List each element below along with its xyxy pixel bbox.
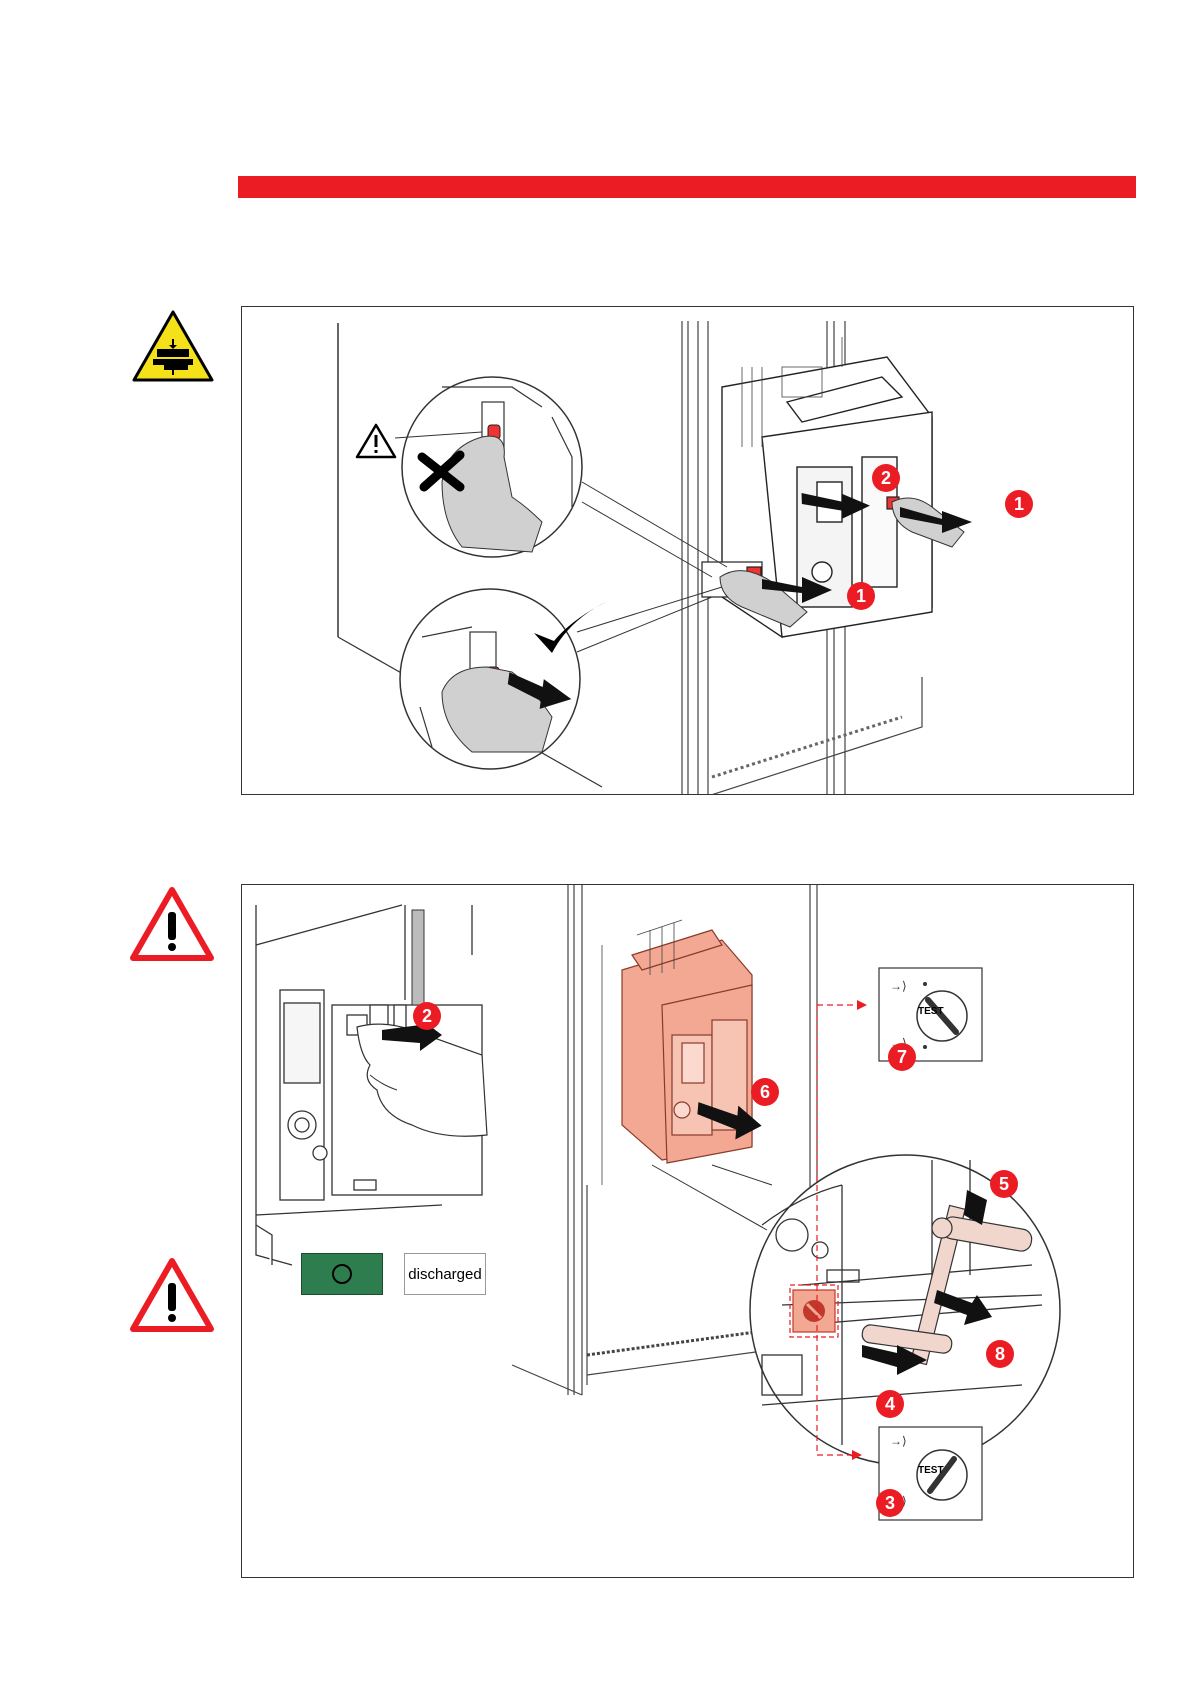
step-badge-5: 5 [989, 1169, 1019, 1199]
figure-panel-racking-procedure: →⟩ →⟩ →⟩ →⟩ TEST TEST 2 6 7 5 8 4 [241, 884, 1134, 1578]
check-mark-icon [530, 599, 610, 659]
svg-text:2: 2 [422, 1006, 432, 1026]
cross-mark-icon [416, 449, 468, 493]
hand-crush-warning-icon [131, 309, 215, 383]
open-indicator: O [301, 1253, 383, 1295]
step-badge-2: 2 [412, 1001, 442, 1031]
step-badge-6: 6 [750, 1077, 780, 1107]
svg-text:1: 1 [1014, 494, 1024, 514]
step-badge-2: 2 [871, 463, 901, 493]
step-badge-3: 3 [875, 1488, 905, 1518]
svg-text:4: 4 [885, 1394, 895, 1414]
step-badge-1a: 1 [1004, 489, 1034, 519]
figure-panel-racking-lock: 1 2 1 [241, 306, 1134, 795]
selector-test-label-top: TEST [918, 1006, 944, 1017]
svg-text:6: 6 [760, 1082, 770, 1102]
svg-text:1: 1 [856, 586, 866, 606]
spring-status-label: discharged [408, 1266, 481, 1283]
svg-text:2: 2 [881, 468, 891, 488]
step-badge-4: 4 [875, 1389, 905, 1419]
step-badge-1b: 1 [846, 581, 876, 611]
spring-status-indicator: discharged [404, 1253, 486, 1295]
selector-test-label-bottom: TEST [918, 1465, 944, 1476]
svg-text:→⟩: →⟩ [890, 979, 907, 993]
svg-text:7: 7 [897, 1047, 907, 1067]
svg-text:3: 3 [885, 1493, 895, 1513]
svg-text:8: 8 [995, 1344, 1005, 1364]
caution-triangle-icon [354, 422, 398, 460]
exclamation-triangle-icon [129, 1257, 215, 1333]
svg-text:5: 5 [999, 1174, 1009, 1194]
step-badge-8: 8 [985, 1339, 1015, 1369]
step-badge-7: 7 [887, 1042, 917, 1072]
open-symbol-icon [332, 1264, 352, 1284]
svg-text:→⟩: →⟩ [890, 1434, 907, 1448]
section-header-bar [238, 176, 1136, 198]
exclamation-triangle-icon [129, 886, 215, 962]
